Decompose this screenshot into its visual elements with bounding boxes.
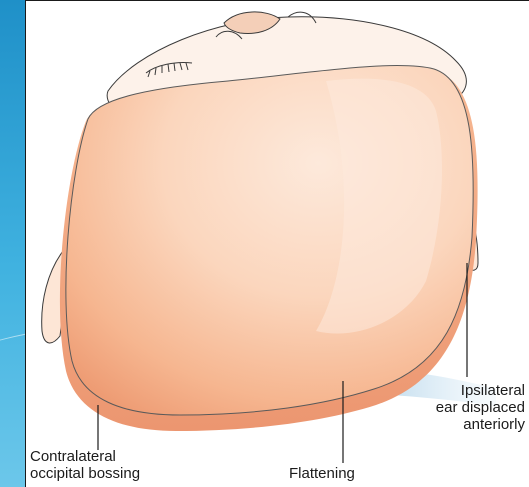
figure-panel: Contralateral occipital bossing Flatteni…: [25, 0, 529, 487]
label-ipsilateral-ear-displaced: Ipsilateral ear displaced anteriorly: [436, 382, 525, 433]
label-ipsilateral-line3: anteriorly: [436, 416, 525, 433]
label-ipsilateral-line1: Ipsilateral: [436, 382, 525, 399]
label-flattening: Flattening: [289, 465, 355, 482]
label-contralateral-line2: occipital bossing: [30, 465, 140, 482]
label-ipsilateral-line2: ear displaced: [436, 399, 525, 416]
label-contralateral-line1: Contralateral: [30, 448, 140, 465]
label-contralateral-occipital-bossing: Contralateral occipital bossing: [30, 448, 140, 482]
